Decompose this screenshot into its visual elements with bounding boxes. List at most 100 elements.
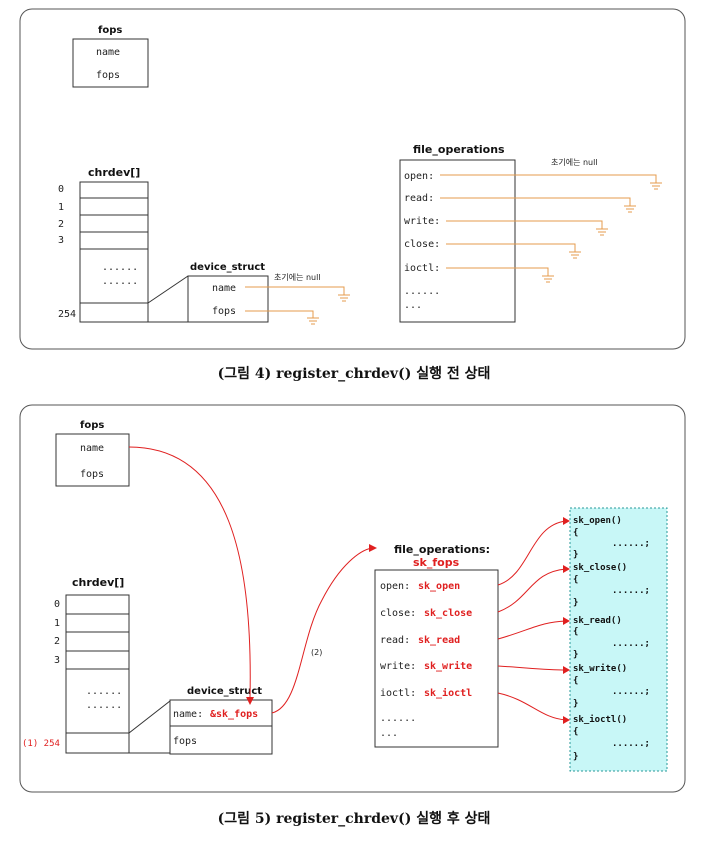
fig5-chrdev-index-254: (1) 254 bbox=[22, 739, 60, 749]
fig5-fo-read-value: sk_read bbox=[418, 635, 460, 646]
fig5-fn-sk-ioctl: sk_ioctl() { ......; } bbox=[573, 714, 650, 762]
fig5-fops-to-device-arrow bbox=[128, 446, 251, 699]
svg-text:}: } bbox=[573, 650, 578, 660]
svg-text:}: } bbox=[573, 598, 578, 608]
fig5-device-struct-box bbox=[169, 699, 273, 755]
fig4-chrdev-index-254: 254 bbox=[58, 309, 76, 320]
svg-text:sk_open(): sk_open() bbox=[573, 516, 622, 526]
fig4-fops-box bbox=[72, 38, 149, 88]
fig5-fo-write-label: write: bbox=[380, 661, 416, 672]
fig4-chrdev-dots-1: ...... bbox=[102, 262, 138, 273]
fig4-fo-ioctl: ioctl: bbox=[404, 263, 440, 274]
fig5-fops-title: fops bbox=[80, 420, 104, 431]
svg-text:{: { bbox=[573, 575, 578, 585]
fig5-fo-close-value: sk_close bbox=[424, 608, 472, 619]
fig5-fops-fops: fops bbox=[80, 469, 104, 480]
fig4-fo-dots-2: ... bbox=[404, 300, 422, 311]
fig5-chrdev-dots-2: ...... bbox=[86, 700, 122, 711]
fig5-fn-sk-write: sk_write() { ......; } bbox=[573, 663, 650, 709]
figure-4-caption: (그림 4) register_chrdev() 실행 전 상태 bbox=[218, 365, 491, 382]
fig5-fo-open-label: open: bbox=[380, 581, 410, 592]
fig5-device-fops: fops bbox=[173, 736, 197, 747]
fig4-device-struct-title: device_struct bbox=[190, 262, 265, 273]
svg-text:}: } bbox=[573, 550, 578, 560]
svg-text:{: { bbox=[573, 727, 578, 737]
fig5-device-to-fo-arrow bbox=[271, 547, 373, 714]
fig4-fops-name: name bbox=[96, 47, 120, 58]
svg-text:......;: ......; bbox=[612, 539, 650, 549]
fig5-fo-read-label: read: bbox=[380, 635, 410, 646]
fig5-fn-arrowheads bbox=[563, 517, 570, 724]
fig4-chrdev-index-1: 1 bbox=[58, 202, 64, 213]
fig5-fo-subtitle: sk_fops bbox=[413, 556, 460, 569]
fig4-chrdev-title: chrdev[] bbox=[88, 166, 140, 179]
svg-text:sk_ioctl(): sk_ioctl() bbox=[573, 714, 627, 725]
svg-text:sk_close(): sk_close() bbox=[573, 563, 627, 573]
fig5-device-struct-title: device_struct bbox=[187, 686, 262, 697]
fig4-fo-read: read: bbox=[404, 193, 434, 204]
figure-4-panel bbox=[19, 8, 686, 350]
svg-text:......;: ......; bbox=[612, 639, 650, 649]
fig4-device-fops: fops bbox=[212, 306, 236, 317]
fig4-chrdev-index-2: 2 bbox=[58, 219, 64, 230]
fig4-device-struct-box bbox=[187, 275, 269, 323]
fig4-device-name-null bbox=[245, 286, 350, 302]
fig4-fo-null-pointers bbox=[440, 174, 662, 283]
fig5-chrdev-index-0: 0 bbox=[54, 599, 60, 610]
fig4-chrdev-index-3: 3 bbox=[58, 235, 64, 246]
fig4-fo-open: open: bbox=[404, 171, 434, 182]
fig4-chrdev-dots-2: ...... bbox=[102, 276, 138, 287]
fig5-functions-box bbox=[569, 507, 668, 772]
fig5-chrdev-dots-1: ...... bbox=[86, 686, 122, 697]
fig5-fn-sk-open: sk_open() { ......; } bbox=[573, 516, 650, 560]
fig5-fo-open-value: sk_open bbox=[418, 581, 460, 592]
fig5-fn-sk-read: sk_read() { ......; } bbox=[573, 616, 650, 660]
fig5-fo-ioctl-label: ioctl: bbox=[380, 688, 416, 699]
fig4-fo-write: write: bbox=[404, 216, 440, 227]
figure-5-panel bbox=[19, 404, 686, 793]
fig4-fops-title: fops bbox=[98, 25, 122, 36]
svg-text:......;: ......; bbox=[612, 687, 650, 697]
svg-text:}: } bbox=[573, 699, 578, 709]
svg-text:{: { bbox=[573, 528, 578, 538]
fig4-chrdev-array bbox=[79, 181, 149, 323]
fig5-fo-ioctl-value: sk_ioctl bbox=[424, 687, 472, 699]
svg-text:}: } bbox=[573, 752, 578, 762]
fig5-device-name-value: &sk_fops bbox=[210, 709, 258, 720]
fig4-null-note-fo: 초기에는 null bbox=[551, 158, 598, 167]
fig5-step2-label: (2) bbox=[311, 648, 322, 657]
fig5-fo-write-value: sk_write bbox=[424, 660, 472, 672]
svg-text:{: { bbox=[573, 627, 578, 637]
fig5-chrdev-index-2: 2 bbox=[54, 636, 60, 647]
figure-5-caption: (그림 5) register_chrdev() 실행 후 상태 bbox=[218, 811, 491, 827]
fig5-fops-box bbox=[55, 433, 130, 487]
fig4-chrdev-index-0: 0 bbox=[58, 184, 64, 195]
fig4-null-note-device: 초기에는 null bbox=[274, 273, 321, 282]
fig4-fo-close: close: bbox=[404, 239, 440, 250]
svg-text:sk_write(): sk_write() bbox=[573, 663, 627, 674]
svg-text:......;: ......; bbox=[612, 586, 650, 596]
fig5-chrdev-index-3: 3 bbox=[54, 655, 60, 666]
fig4-fo-dots-1: ...... bbox=[404, 286, 440, 297]
fig5-fn-sk-close: sk_close() { ......; } bbox=[573, 563, 650, 608]
fig5-chrdev-index-1: 1 bbox=[54, 618, 60, 629]
fig4-fo-title: file_operations bbox=[413, 143, 505, 156]
fig5-fo-to-fn-arrows bbox=[497, 520, 567, 721]
fig5-fo-dots-1: ...... bbox=[380, 713, 416, 724]
fig5-fo-box bbox=[374, 569, 499, 748]
fig5-fops-name: name bbox=[80, 443, 104, 454]
svg-text:sk_read(): sk_read() bbox=[573, 616, 622, 626]
fig5-fo-close-label: close: bbox=[380, 608, 416, 619]
fig4-fops-fops: fops bbox=[96, 70, 120, 81]
fig4-device-fops-null bbox=[245, 310, 319, 325]
fig5-chrdev-title: chrdev[] bbox=[72, 576, 124, 589]
svg-text:......;: ......; bbox=[612, 739, 650, 749]
svg-text:{: { bbox=[573, 676, 578, 686]
fig5-fo-dots-2: ... bbox=[380, 728, 398, 739]
fig4-fo-box bbox=[399, 159, 516, 323]
fig5-chrdev-array bbox=[65, 594, 130, 754]
fig4-device-name: name bbox=[212, 283, 236, 294]
fig5-fo-title: file_operations: bbox=[394, 543, 490, 556]
fig5-device-name-label: name: bbox=[173, 709, 203, 720]
